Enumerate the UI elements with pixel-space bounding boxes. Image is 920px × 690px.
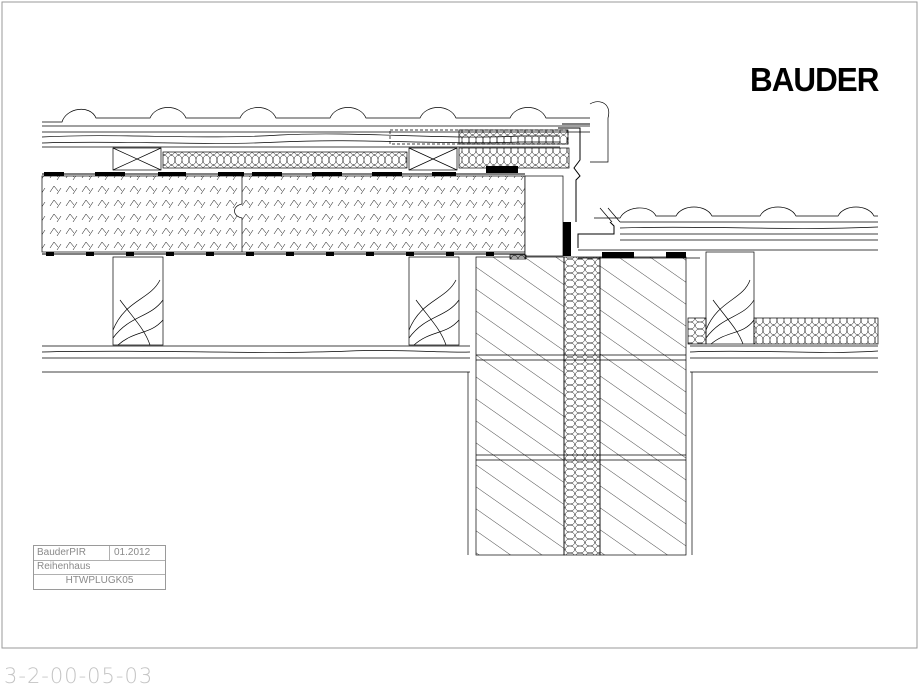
party-wall (467, 175, 693, 556)
bauder-logo: BAUDER (750, 60, 888, 100)
title-block-row-3: HTWPLUGK05 (34, 574, 165, 588)
drawing-date: 01.2012 (114, 547, 151, 558)
project-name: Reihenhaus (37, 561, 91, 572)
detail-code: HTWPLUGK05 (65, 575, 134, 586)
logo-text: BAUDER (750, 61, 879, 98)
right-roof (578, 206, 879, 259)
title-block-row-2: Reihenhaus (34, 560, 165, 575)
step-flashing (558, 101, 621, 248)
rafters (41, 251, 879, 373)
drawing-number: 3-2-00-05-03 (4, 664, 154, 688)
membrane-marks (44, 166, 686, 258)
title-block-divider (109, 546, 110, 560)
title-block: BauderPIR 01.2012 Reihenhaus HTWPLUGK05 (33, 545, 166, 590)
left-roof (41, 107, 590, 255)
title-block-row-1: BauderPIR 01.2012 (34, 546, 165, 561)
product-name: BauderPIR (37, 547, 86, 558)
sheet-border (1, 1, 918, 649)
